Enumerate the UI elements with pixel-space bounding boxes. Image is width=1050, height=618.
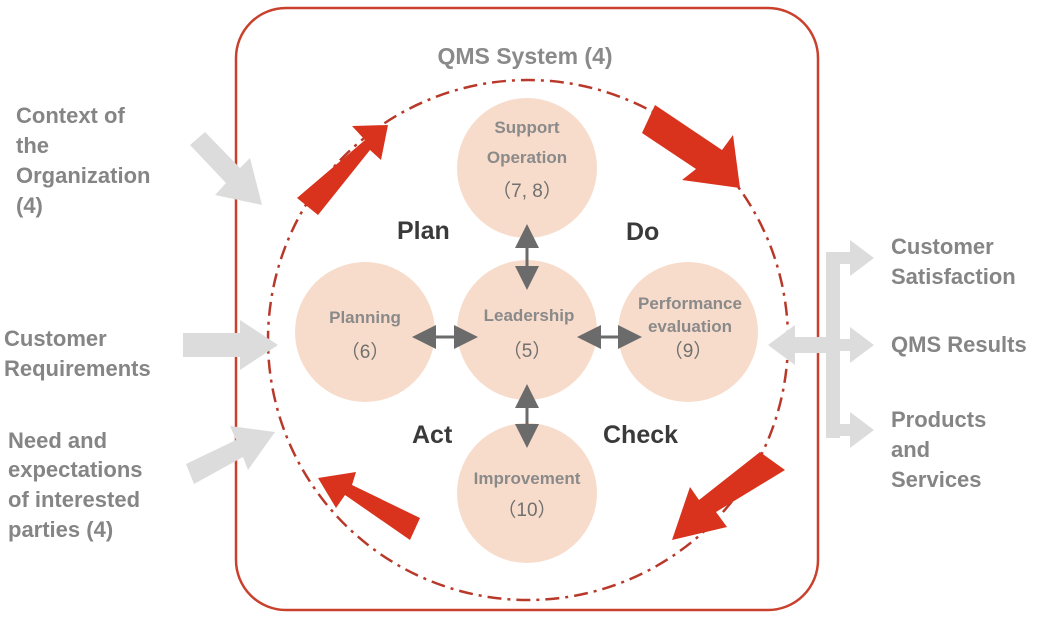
svg-text:parties (4): parties (4) — [8, 517, 113, 542]
circle-performance-evaluation — [618, 262, 758, 402]
arrow-needs-input — [186, 426, 275, 484]
svg-text:Services: Services — [891, 467, 982, 492]
leadership-clause: （5） — [503, 340, 552, 362]
phase-do: Do — [626, 218, 659, 246]
svg-text:(4): (4) — [16, 193, 43, 218]
output-satisfaction: Customer Satisfaction — [891, 234, 1016, 289]
svg-text:Requirements: Requirements — [4, 356, 151, 381]
leadership-label: Leadership — [484, 306, 575, 325]
circle-improvement — [457, 423, 597, 563]
operation-label: Operation — [487, 148, 567, 167]
svg-text:QMS Results: QMS Results — [891, 332, 1027, 357]
support-clause: （7, 8） — [492, 180, 562, 202]
svg-text:of interested: of interested — [8, 487, 140, 512]
arrow-requirements-input — [183, 320, 278, 370]
qms-frame — [234, 6, 820, 612]
improvement-clause: （10） — [497, 499, 556, 521]
phase-plan: Plan — [397, 217, 450, 245]
planning-clause: （6） — [341, 341, 390, 363]
svg-text:the: the — [16, 133, 49, 158]
circle-support-operation — [457, 98, 597, 238]
circle-planning — [295, 262, 435, 402]
input-needs: Need and expectations of interested part… — [8, 428, 143, 542]
svg-text:Context of: Context of — [16, 103, 125, 128]
output-results: QMS Results — [891, 332, 1027, 357]
phase-check: Check — [603, 421, 678, 449]
arrow-context-input — [190, 132, 262, 205]
output-products: Products and Services — [891, 407, 986, 492]
support-label: Support — [494, 118, 559, 137]
red-arrow-check-to-act — [672, 452, 785, 540]
red-arrow-plan-to-do — [297, 125, 388, 215]
qms-title: QMS System (4) — [437, 43, 612, 69]
improvement-label: Improvement — [474, 469, 581, 488]
input-requirements: Customer Requirements — [4, 326, 151, 381]
red-arrow-act-to-plan — [318, 472, 420, 540]
performance-label: Performance — [638, 294, 742, 313]
svg-text:expectations: expectations — [8, 457, 143, 482]
evaluation-label: evaluation — [648, 317, 732, 336]
svg-text:and: and — [891, 437, 930, 462]
circle-leadership — [457, 260, 597, 400]
svg-text:Need and: Need and — [8, 428, 107, 453]
red-arrow-do-to-check — [642, 105, 740, 188]
performance-clause: （9） — [664, 340, 713, 362]
planning-label: Planning — [329, 308, 401, 327]
arrow-outputs — [768, 240, 874, 448]
svg-text:Products: Products — [891, 407, 986, 432]
phase-act: Act — [412, 421, 453, 449]
input-context: Context of the Organization (4) — [16, 103, 150, 218]
svg-text:Customer: Customer — [891, 234, 994, 259]
svg-text:Satisfaction: Satisfaction — [891, 264, 1016, 289]
svg-text:Organization: Organization — [16, 163, 150, 188]
svg-text:Customer: Customer — [4, 326, 107, 351]
